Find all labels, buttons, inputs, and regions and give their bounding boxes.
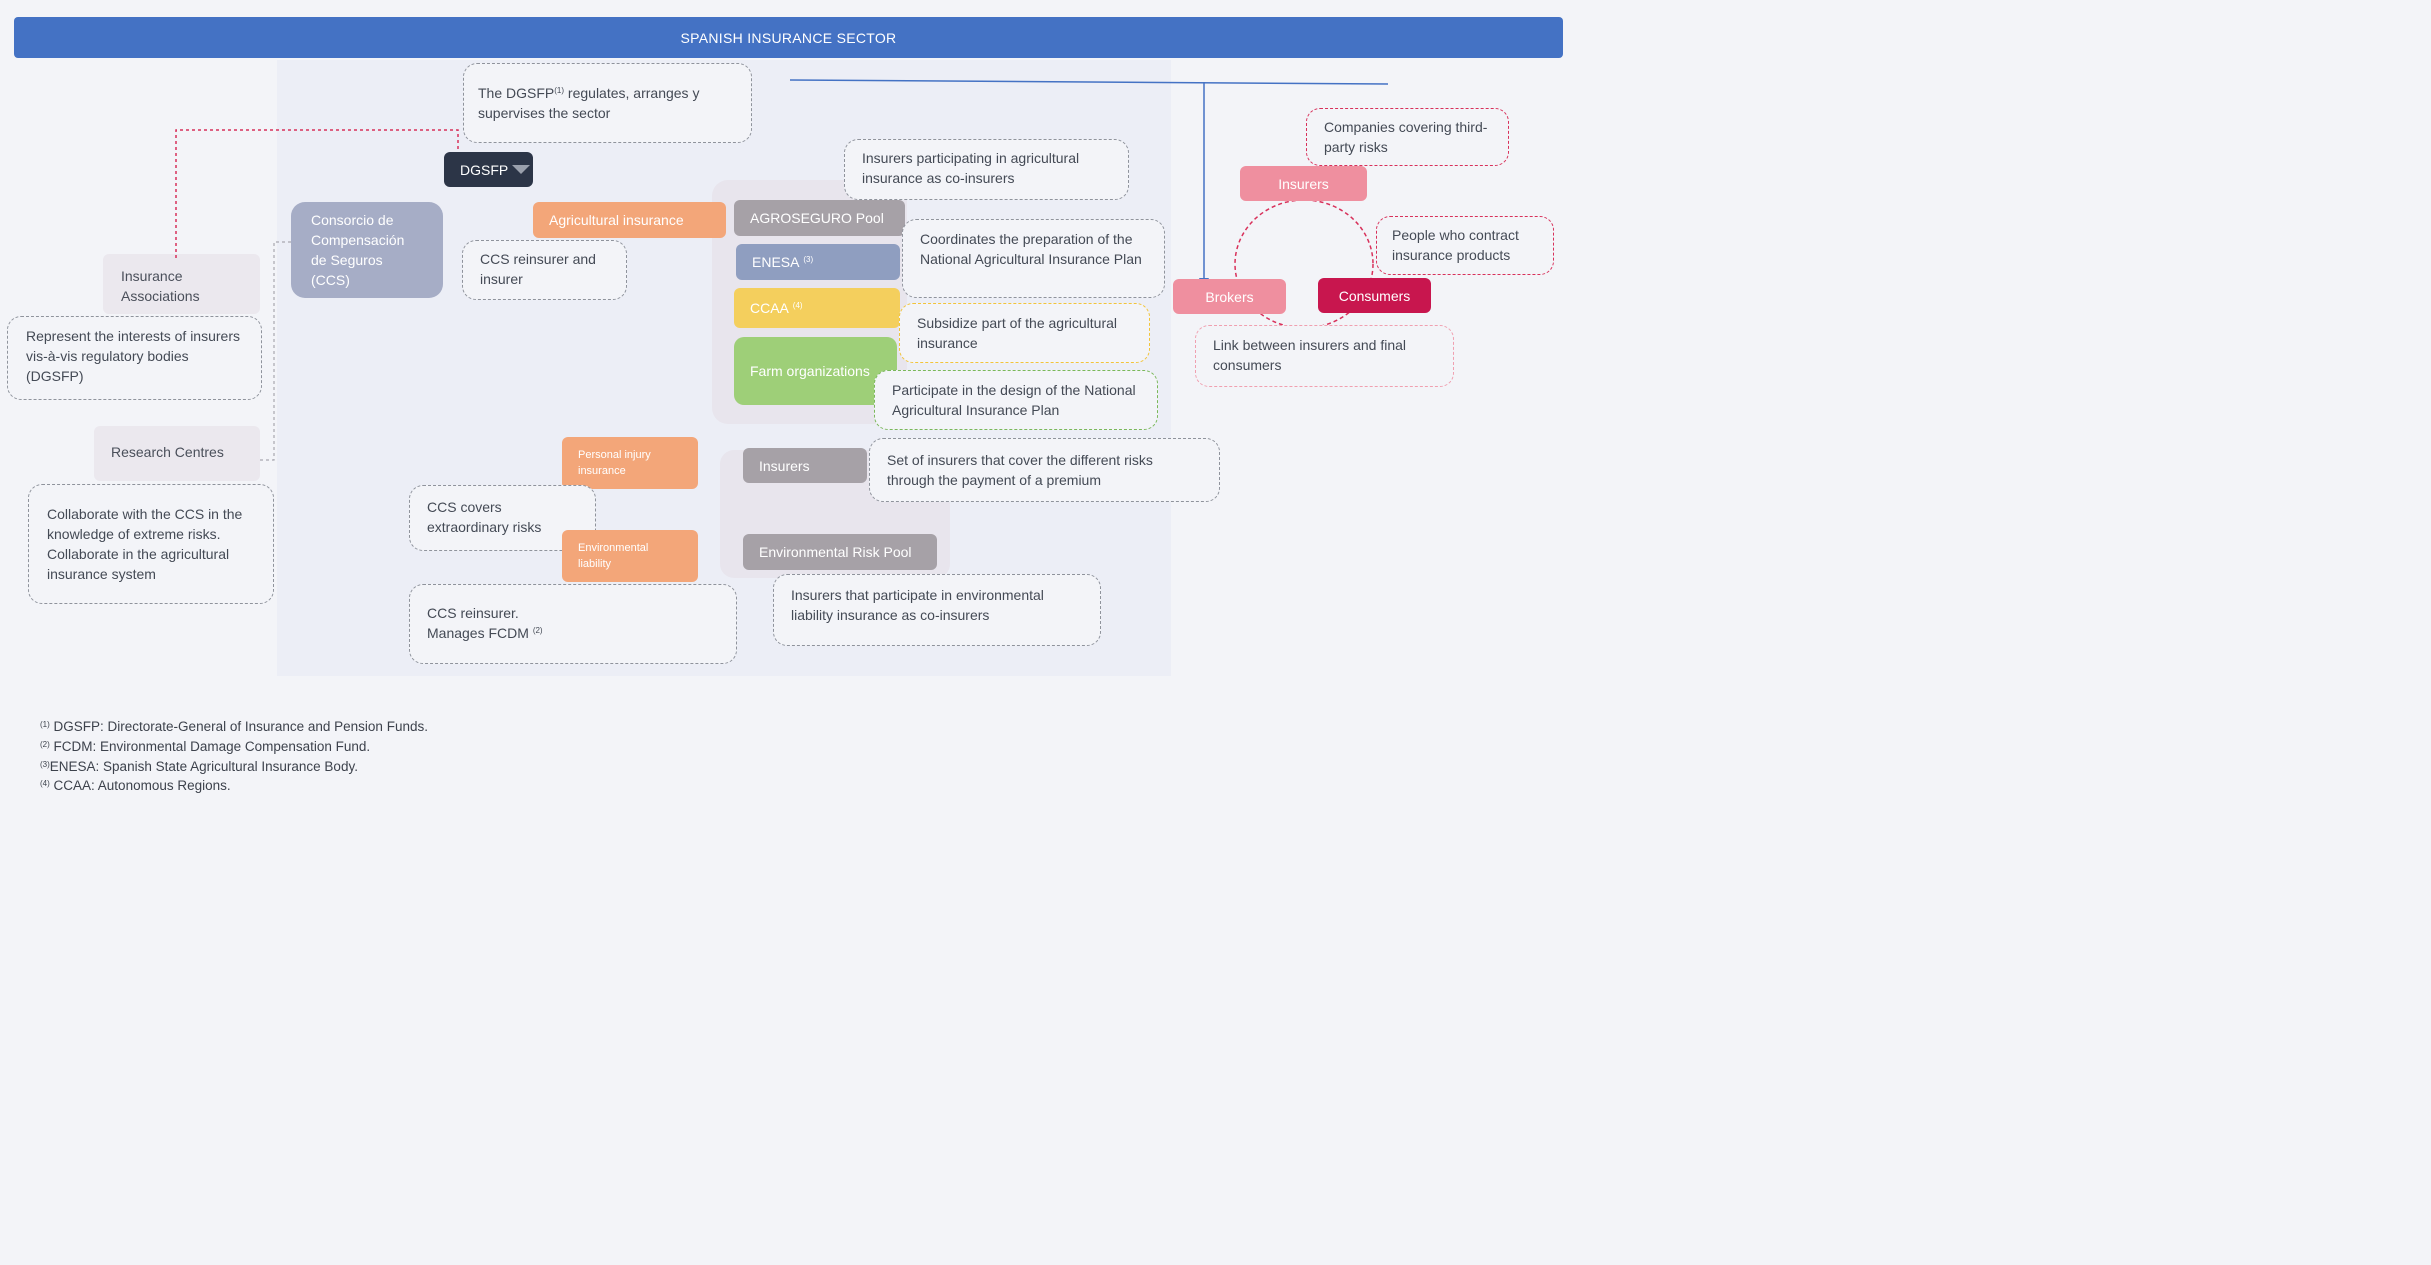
personal-injury-box: Personal injury insurance (562, 437, 698, 489)
insurers-right-note: Companies covering third-party risks (1306, 108, 1509, 166)
farm-organizations-note: Participate in the design of the Nationa… (874, 370, 1158, 430)
footnote-2: (2) FCDM: Environmental Damage Compensat… (40, 739, 371, 754)
farm-organizations-box: Farm organizations (734, 337, 897, 405)
market-cycle-circle (1234, 199, 1374, 329)
footnote-3: (3)ENESA: Spanish State Agricultural Ins… (40, 759, 358, 774)
ccaa-note: Subsidize part of the agricultural insur… (899, 303, 1150, 363)
ccaa-box: CCAA (4) (734, 288, 900, 328)
environmental-liability-note: CCS reinsurer. Manages FCDM (2) (409, 584, 737, 664)
enesa-note: Coordinates the preparation of the Natio… (902, 219, 1165, 298)
ccs-box: Consorcio de Compensación de Seguros (CC… (291, 202, 443, 298)
environmental-risk-pool-note: Insurers that participate in environment… (773, 574, 1101, 646)
dropdown-triangle-icon (512, 165, 531, 174)
insurance-associations-box (103, 254, 260, 314)
insurance-associations-note: Represent the interests of insurers vis-… (7, 316, 262, 400)
dgsfp-note: The DGSFP(1) regulates, arranges y super… (463, 63, 752, 143)
agricultural-insurance-box: Agricultural insurance (533, 202, 726, 238)
insurers-right-box: Insurers (1240, 166, 1367, 201)
footnote-1: (1) DGSFP: Directorate-General of Insura… (40, 719, 428, 734)
brokers-box: Brokers (1173, 279, 1286, 314)
agroseguro-note: Insurers participating in agricultural i… (844, 139, 1129, 200)
enesa-box: ENESA (3) (736, 244, 900, 280)
consumers-box: Consumers (1318, 278, 1431, 313)
consumers-note: People who contract insurance products (1376, 216, 1554, 275)
research-centres-box (94, 426, 260, 481)
research-centres-label: Research Centres (111, 444, 224, 460)
insurance-associations-label: Insurance Associations (121, 268, 200, 304)
brokers-note: Link between insurers and final consumer… (1195, 325, 1454, 387)
footnote-4: (4) CCAA: Autonomous Regions. (40, 778, 231, 793)
insurers-center-note: Set of insurers that cover the different… (869, 438, 1220, 502)
dgsfp-box: DGSFP (444, 152, 533, 187)
top-blue-line (789, 79, 1389, 85)
research-ccs-connector (260, 241, 296, 461)
insurers-center-box: Insurers (743, 448, 867, 483)
agroseguro-box: AGROSEGURO Pool (734, 200, 905, 236)
page-title: SPANISH INSURANCE SECTOR (14, 17, 1563, 58)
agricultural-insurance-note: CCS reinsurer and insurer (462, 240, 627, 300)
environmental-liability-box: Environmental liability (562, 530, 698, 582)
research-centres-note: Collaborate with the CCS in the knowledg… (28, 484, 274, 604)
environmental-risk-pool-box: Environmental Risk Pool (743, 534, 937, 570)
